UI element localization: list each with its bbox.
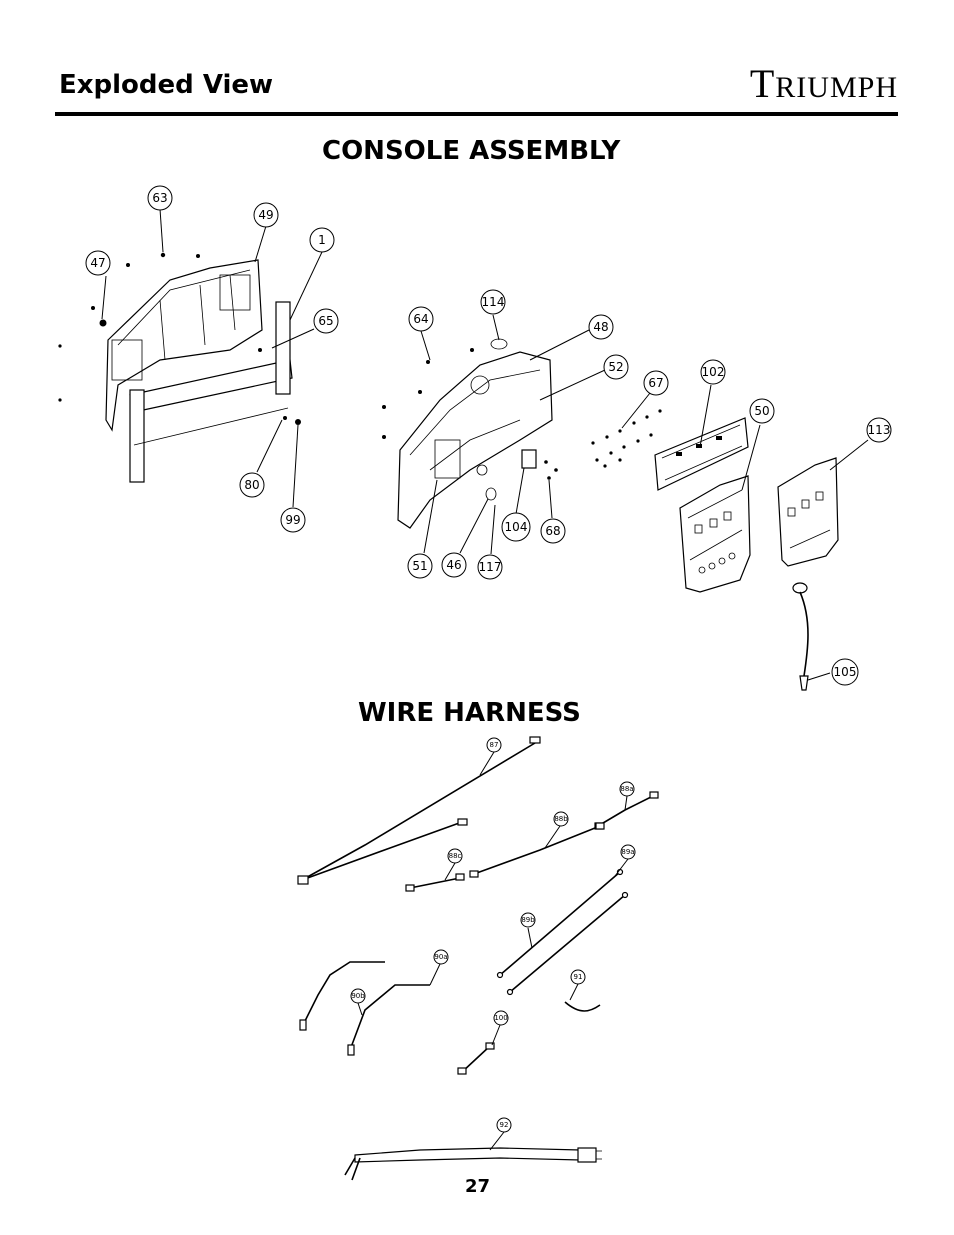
callout-90a: 90a	[433, 949, 449, 965]
callout-89a: 89a	[620, 844, 636, 860]
wire-harness-title: WIRE HARNESS	[358, 698, 581, 728]
callout-46: 46	[441, 552, 467, 578]
callout-87: 87	[486, 737, 502, 753]
callout-90b: 90b	[350, 988, 366, 1004]
callout-113: 113	[866, 417, 892, 443]
svg-text:63: 63	[152, 191, 167, 205]
triumph-logo: TRIUMPH	[749, 61, 898, 106]
callout-63: 63	[147, 185, 173, 211]
callout-88b: 88b	[553, 811, 569, 827]
svg-text:67: 67	[648, 376, 663, 390]
harness-87	[297, 736, 541, 885]
harness-89	[496, 868, 629, 996]
svg-text:48: 48	[593, 320, 608, 334]
console-frame	[382, 338, 558, 529]
callout-47: 47	[85, 250, 111, 276]
callout-50: 50	[749, 398, 775, 424]
svg-text:89b: 89b	[521, 916, 535, 924]
svg-text:51: 51	[412, 559, 427, 573]
svg-text:1: 1	[318, 233, 326, 247]
svg-text:90a: 90a	[434, 953, 447, 961]
overlay-panel	[679, 475, 751, 593]
svg-text:68: 68	[545, 524, 560, 538]
callout-80: 80	[239, 472, 265, 498]
harness-88c	[405, 873, 465, 892]
callout-99: 99	[280, 507, 306, 533]
harness-91	[564, 1001, 601, 1012]
callout-68: 68	[540, 518, 566, 544]
callout-91: 91	[570, 969, 586, 985]
callout-49: 49	[253, 202, 279, 228]
callout-67: 67	[643, 370, 669, 396]
callout-114: 114	[480, 289, 506, 315]
svg-text:64: 64	[413, 312, 428, 326]
harness-90	[299, 961, 430, 1056]
harness-88b	[469, 822, 605, 878]
svg-text:102: 102	[702, 365, 725, 379]
callout-64: 64	[408, 306, 434, 332]
circuit-board	[654, 417, 749, 491]
header-rule	[55, 112, 898, 116]
console-callouts: 63 49 1 47 65 80 99 64 114 48 52 67 102 50 113 104 68 51 4…	[85, 185, 892, 686]
page-number: 27	[465, 1176, 491, 1197]
svg-text:46: 46	[446, 558, 461, 572]
callout-100: 100	[493, 1010, 509, 1026]
svg-text:89a: 89a	[621, 848, 634, 856]
svg-text:114: 114	[482, 295, 505, 309]
svg-text:92: 92	[500, 1121, 509, 1129]
harness-callouts: 87 88a 88b 88c 89a 89b 90a 90b 91 100 92	[350, 737, 636, 1133]
harness-100	[457, 1042, 495, 1075]
svg-text:49: 49	[258, 208, 273, 222]
callout-89b: 89b	[520, 912, 536, 928]
harness-92	[344, 1147, 602, 1181]
svg-text:117: 117	[479, 560, 502, 574]
svg-text:105: 105	[834, 665, 857, 679]
callout-52: 52	[603, 354, 629, 380]
callout-117: 117	[477, 554, 503, 580]
console-screws	[58, 252, 301, 425]
callout-88a: 88a	[619, 781, 635, 797]
callout-51: 51	[407, 553, 433, 579]
callout-48: 48	[588, 314, 614, 340]
svg-text:87: 87	[490, 741, 499, 749]
svg-text:52: 52	[608, 360, 623, 374]
callout-102: 102	[700, 359, 726, 385]
console-rear-panel	[105, 259, 293, 483]
svg-text:47: 47	[90, 256, 105, 270]
svg-text:65: 65	[318, 314, 333, 328]
callout-105: 105	[831, 658, 859, 686]
svg-text:100: 100	[494, 1014, 507, 1022]
svg-text:88a: 88a	[620, 785, 633, 793]
screw-field	[591, 409, 662, 468]
svg-text:80: 80	[244, 478, 259, 492]
svg-text:88c: 88c	[449, 852, 462, 860]
svg-text:104: 104	[505, 520, 528, 534]
callout-1: 1	[309, 227, 335, 253]
callout-88c: 88c	[447, 848, 463, 864]
callout-65: 65	[313, 308, 339, 334]
console-assembly-title: CONSOLE ASSEMBLY	[322, 136, 621, 166]
svg-text:50: 50	[754, 404, 769, 418]
svg-text:113: 113	[868, 423, 891, 437]
overlay-decal	[777, 457, 839, 567]
callout-104: 104	[501, 512, 531, 542]
sensor-cable	[792, 582, 809, 691]
svg-text:91: 91	[574, 973, 583, 981]
svg-text:88b: 88b	[554, 815, 568, 823]
page-heading: Exploded View	[59, 70, 274, 100]
svg-text:90b: 90b	[351, 992, 365, 1000]
svg-text:99: 99	[285, 513, 300, 527]
callout-92: 92	[496, 1117, 512, 1133]
